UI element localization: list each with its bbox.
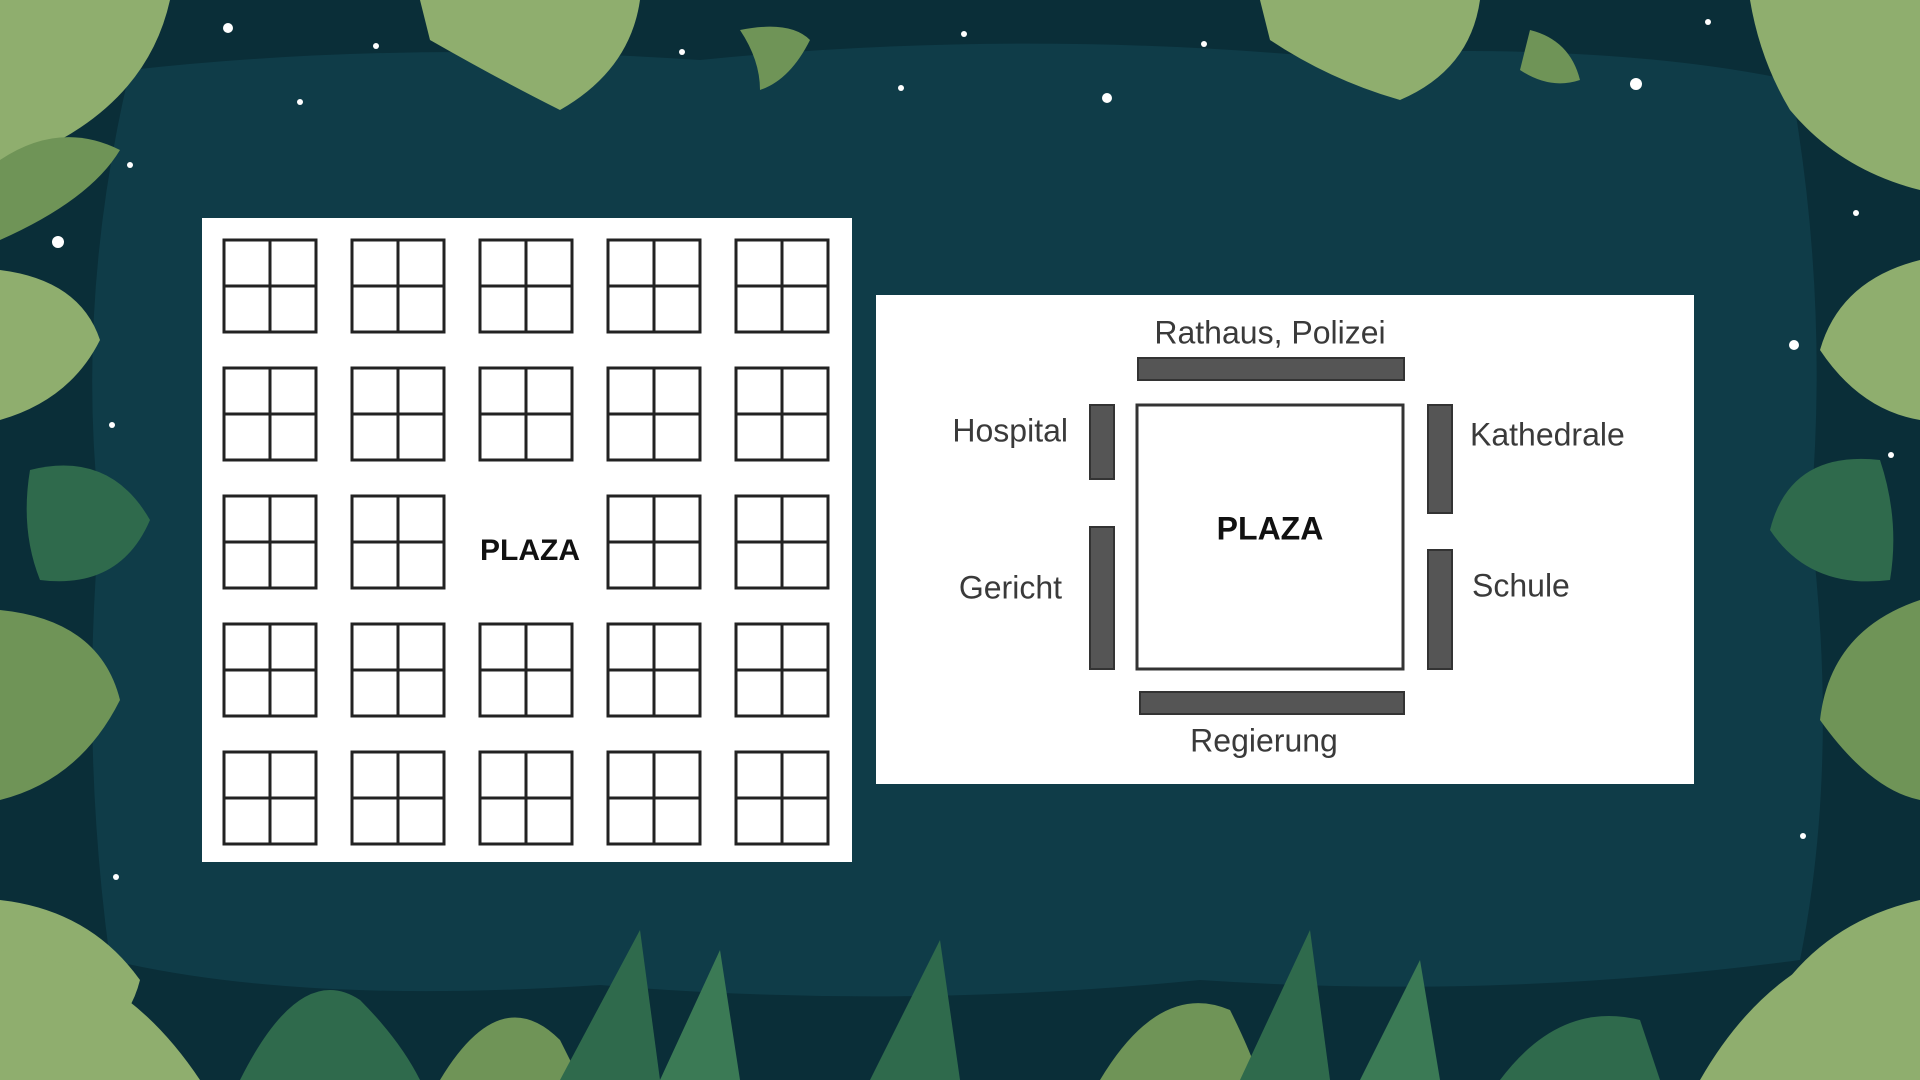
plaza-layout-diagram: PLAZA Rathaus, Polizei Hospital Gericht …	[952, 314, 1625, 758]
grid-diagram-panel: PLAZA	[202, 218, 852, 862]
leaves-bottom	[0, 930, 1920, 1080]
city-block	[222, 750, 318, 846]
building-bar-left-lower	[1089, 526, 1115, 670]
building-bar-left-upper	[1089, 404, 1115, 480]
city-block	[222, 494, 318, 590]
plaza-layout-panel: PLAZA Rathaus, Polizei Hospital Gericht …	[876, 295, 1694, 784]
city-block	[350, 622, 446, 718]
building-bar-right-upper	[1427, 404, 1453, 514]
grid-plaza-label: PLAZA	[480, 534, 580, 567]
building-bar-right-lower	[1427, 549, 1453, 670]
building-bar-bottom	[1139, 691, 1405, 715]
city-block	[606, 750, 702, 846]
city-block	[478, 750, 574, 846]
city-block	[350, 750, 446, 846]
label-kathedrale: Kathedrale	[1470, 416, 1625, 452]
label-rathaus-polizei: Rathaus, Polizei	[1154, 314, 1385, 350]
label-gericht: Gericht	[959, 569, 1062, 605]
plaza-square	[1135, 403, 1405, 671]
label-regierung: Regierung	[1190, 722, 1338, 758]
city-block	[606, 622, 702, 718]
building-bar-top	[1137, 357, 1405, 381]
city-block	[350, 238, 446, 334]
label-schule: Schule	[1472, 567, 1570, 603]
label-hospital: Hospital	[952, 412, 1068, 448]
city-block	[606, 494, 702, 590]
city-block	[222, 366, 318, 462]
city-block	[350, 366, 446, 462]
city-block	[734, 494, 830, 590]
city-block	[606, 238, 702, 334]
city-block	[606, 366, 702, 462]
city-block	[734, 622, 830, 718]
city-block	[222, 622, 318, 718]
city-block	[734, 238, 830, 334]
city-block	[478, 622, 574, 718]
city-block	[350, 494, 446, 590]
city-block	[222, 238, 318, 334]
stars	[52, 19, 1894, 880]
city-block	[734, 750, 830, 846]
city-block	[478, 238, 574, 334]
city-block	[478, 366, 574, 462]
city-blocks	[222, 238, 830, 846]
layout-plaza-label: PLAZA	[1217, 510, 1324, 546]
city-block	[734, 366, 830, 462]
grid-diagram: PLAZA	[222, 238, 830, 846]
leaves-top-left	[0, 0, 810, 240]
leaves-top-right	[1260, 0, 1920, 190]
